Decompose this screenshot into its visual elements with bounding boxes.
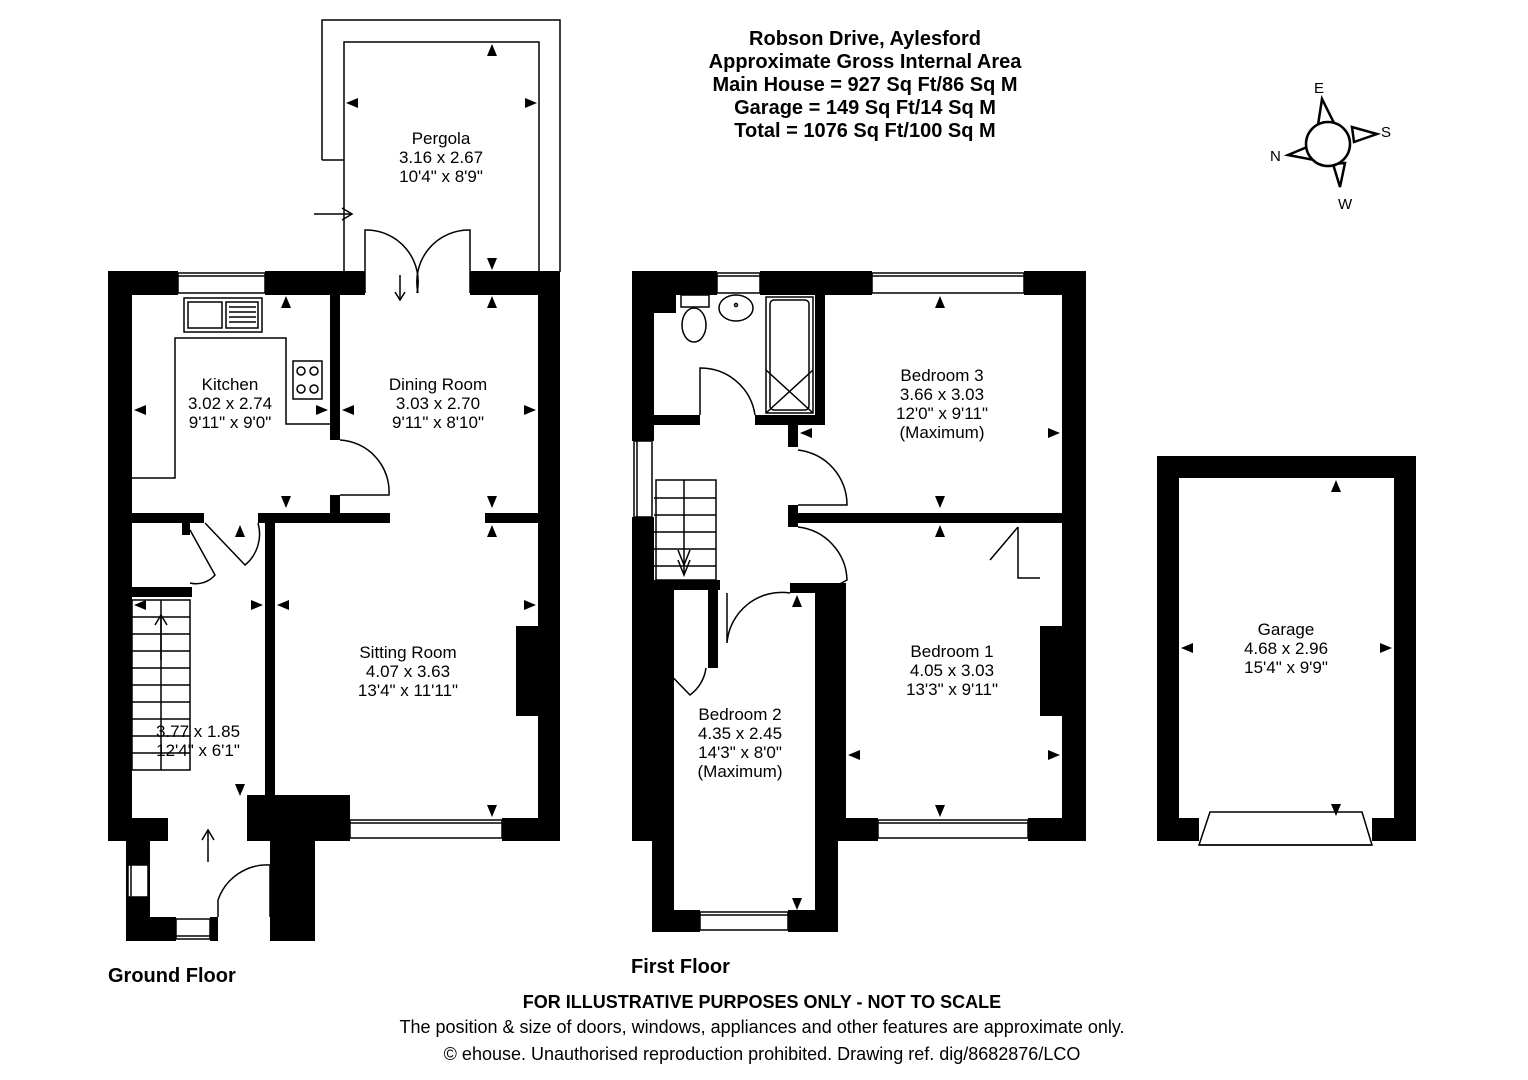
room-label-sitting-room: Sitting Room 4.07 x 3.63 13'4" x 11'11" xyxy=(357,643,459,700)
plan-header: Robson Drive, Aylesford Approximate Gros… xyxy=(640,28,1090,143)
property-title: Robson Drive, Aylesford xyxy=(749,28,981,50)
approximation-note: The position & size of doors, windows, a… xyxy=(399,1017,1125,1037)
pergola-outline xyxy=(321,19,561,272)
first-floor-plan xyxy=(632,271,1086,932)
room-label-garage: Garage 4.68 x 2.96 15'4" x 9'9" xyxy=(1243,620,1329,677)
area-subtitle: Approximate Gross Internal Area xyxy=(708,51,1022,73)
garage-plan xyxy=(1157,456,1416,841)
first-floor-label: First Floor xyxy=(631,956,730,978)
garage-area: Garage = 149 Sq Ft/14 Sq M xyxy=(734,97,996,119)
room-label-bedroom-1: Bedroom 1 4.05 x 3.03 13'3" x 9'11" xyxy=(906,642,998,699)
garage-dimension-markers xyxy=(1181,480,1392,816)
room-label-pergola: Pergola 3.16 x 2.67 10'4" x 8'9" xyxy=(398,129,484,186)
room-label-bedroom-3: Bedroom 3 3.66 x 3.03 12'0" x 9'11" (Max… xyxy=(896,366,988,442)
ground-floor-plan xyxy=(108,19,561,941)
room-label-hallway: 3.77 x 1.85 12'4" x 6'1" xyxy=(155,722,241,760)
room-label-kitchen: Kitchen 3.02 x 2.74 9'11" x 9'0" xyxy=(187,375,273,432)
total-area: Total = 1076 Sq Ft/100 Sq M xyxy=(734,120,996,142)
garage-fixtures xyxy=(1197,811,1374,846)
main-house-area: Main House = 927 Sq Ft/86 Sq M xyxy=(712,74,1018,96)
first-floor-dimension-markers xyxy=(656,296,1060,910)
compass-rose-icon xyxy=(1283,94,1382,188)
compass-label-top: E xyxy=(1314,80,1325,97)
ground-floor-label: Ground Floor xyxy=(108,965,236,987)
compass-label-right: S xyxy=(1381,124,1392,141)
ground-floor-dimension-markers xyxy=(134,44,537,817)
compass-label-bottom: W xyxy=(1338,196,1353,213)
copyright-text: © ehouse. Unauthorised reproduction proh… xyxy=(443,1044,1081,1064)
first-floor-fixtures xyxy=(633,272,1040,931)
ground-floor-fixtures xyxy=(127,207,503,940)
compass-label-left: N xyxy=(1270,148,1281,165)
room-label-dining-room: Dining Room 3.03 x 2.70 9'11" x 8'10" xyxy=(388,375,488,432)
plan-footer: FOR ILLUSTRATIVE PURPOSES ONLY - NOT TO … xyxy=(260,990,1264,1068)
room-label-bedroom-2: Bedroom 2 4.35 x 2.45 14'3" x 8'0" (Maxi… xyxy=(697,705,783,781)
disclaimer-text: FOR ILLUSTRATIVE PURPOSES ONLY - NOT TO … xyxy=(522,992,1002,1012)
